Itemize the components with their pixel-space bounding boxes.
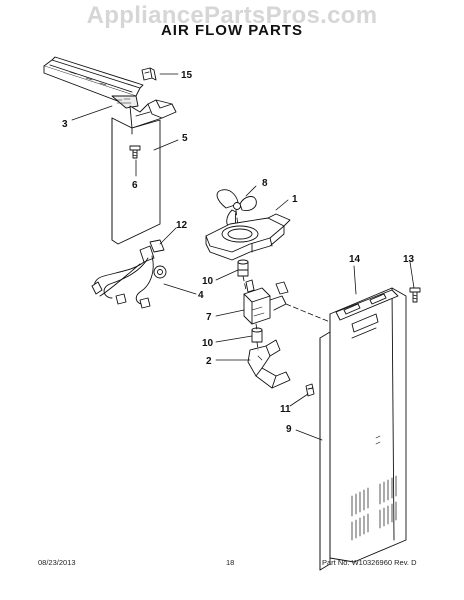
part-screw-6 (129, 145, 141, 159)
callout-5: 5 (182, 133, 188, 144)
part-duct-tray (43, 56, 177, 129)
page-title: AIR FLOW PARTS (160, 22, 304, 39)
callout-3: 3 (62, 119, 68, 130)
part-fan-motor (243, 279, 289, 325)
leader-lines (71, 73, 415, 441)
callout-10-upper: 10 (202, 276, 214, 287)
callout-1: 1 (292, 194, 298, 205)
footer-page-number: 18 (226, 558, 235, 567)
callout-11: 11 (280, 404, 291, 415)
part-clip (141, 67, 157, 81)
part-screw-13 (409, 287, 421, 303)
callout-8: 8 (262, 178, 268, 189)
part-spring-clip (305, 383, 315, 397)
callout-15: 15 (181, 70, 193, 81)
part-grommet-upper (237, 259, 249, 277)
part-wire-harness (91, 239, 167, 309)
callout-14: 14 (349, 254, 361, 265)
footer-part-number: Part No. W10326960 Rev. D (322, 558, 417, 567)
part-foam-insulation (111, 117, 161, 245)
callout-labels: 15 3 5 6 8 1 12 4 10 14 13 7 10 2 11 9 (62, 70, 415, 435)
part-grommet-lower (251, 327, 263, 343)
callout-12: 12 (176, 220, 188, 231)
part-rear-panel-strip (319, 331, 331, 571)
callout-13: 13 (403, 254, 415, 265)
part-fan-housing (205, 213, 291, 261)
callout-7: 7 (206, 312, 212, 323)
callout-2: 2 (206, 356, 212, 367)
callout-9: 9 (286, 424, 292, 435)
callout-10-lower: 10 (202, 338, 214, 349)
alignment-lines (235, 209, 331, 351)
part-air-flow-cover (329, 287, 407, 563)
watermark: AppliancePartsPros.com (86, 2, 378, 29)
footer-date: 08/23/2013 (38, 558, 76, 567)
part-motor-bracket (247, 339, 291, 389)
callout-4: 4 (198, 290, 204, 301)
callout-6: 6 (132, 180, 138, 191)
